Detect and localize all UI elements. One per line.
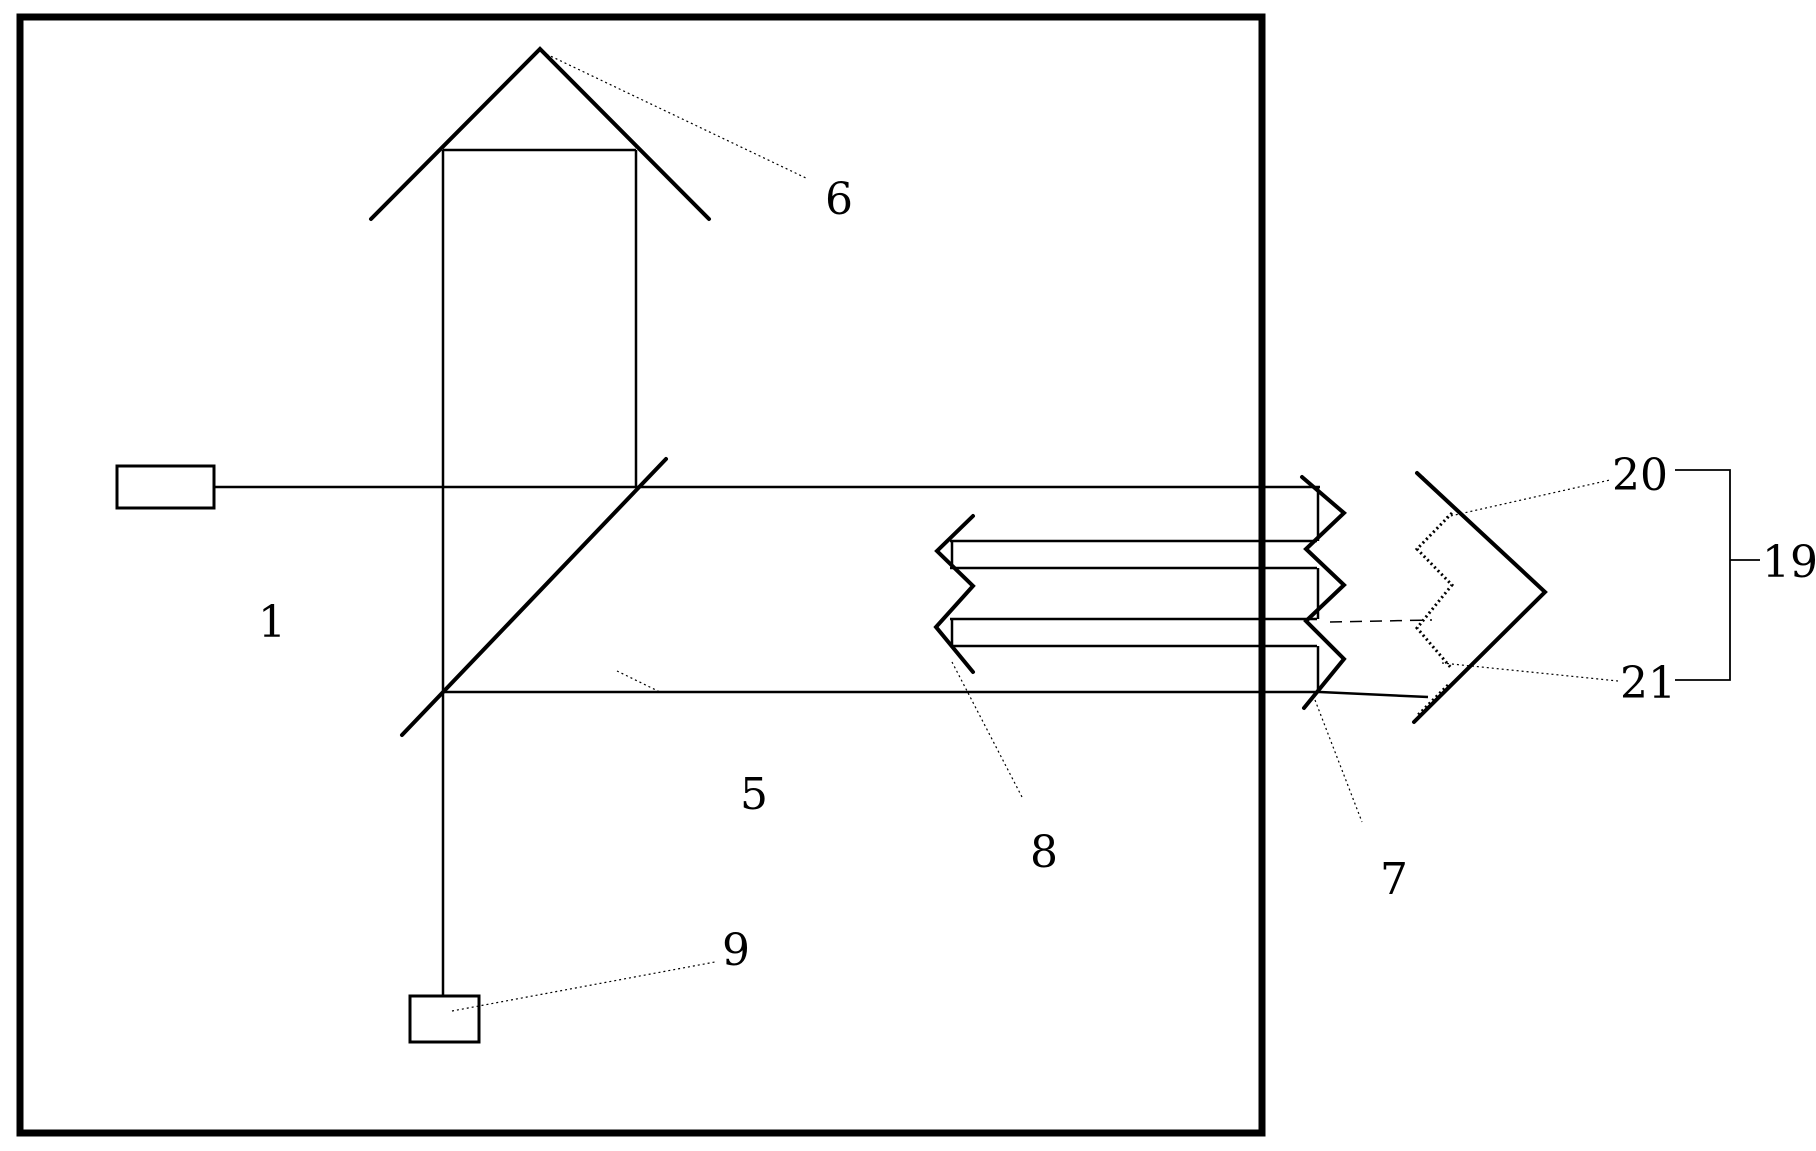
surface-hatch-lower <box>1416 683 1450 717</box>
label-surface-lower: 21 <box>1620 658 1676 709</box>
measured-v-surface <box>1412 471 1548 724</box>
label-surface-upper: 20 <box>1612 450 1668 501</box>
probe-beam-dashed <box>1329 619 1433 623</box>
laser-source <box>115 464 216 510</box>
label-fixed-mirror-right: 7 <box>1380 854 1408 905</box>
group-bracket <box>1675 469 1731 681</box>
housing-frame <box>16 13 1266 1137</box>
label-retroreflector: 6 <box>825 174 853 225</box>
fixed-mirror-left <box>933 514 976 674</box>
retroreflector-top <box>369 46 711 221</box>
fixed-mirror-right <box>1300 475 1347 710</box>
label-housing: 1 <box>258 597 286 648</box>
leader-lines <box>451 51 1619 1012</box>
label-beam-splitter: 5 <box>740 769 768 820</box>
beam-paths <box>214 148 1429 996</box>
label-detector: 9 <box>722 925 750 976</box>
surface-hatch-upper <box>1420 475 1454 508</box>
label-measured-group: 19 <box>1762 537 1816 588</box>
label-fixed-mirror-left: 8 <box>1030 827 1058 878</box>
detector-box <box>408 994 481 1044</box>
measured-profile <box>1414 511 1455 670</box>
beam-splitter <box>400 457 668 737</box>
